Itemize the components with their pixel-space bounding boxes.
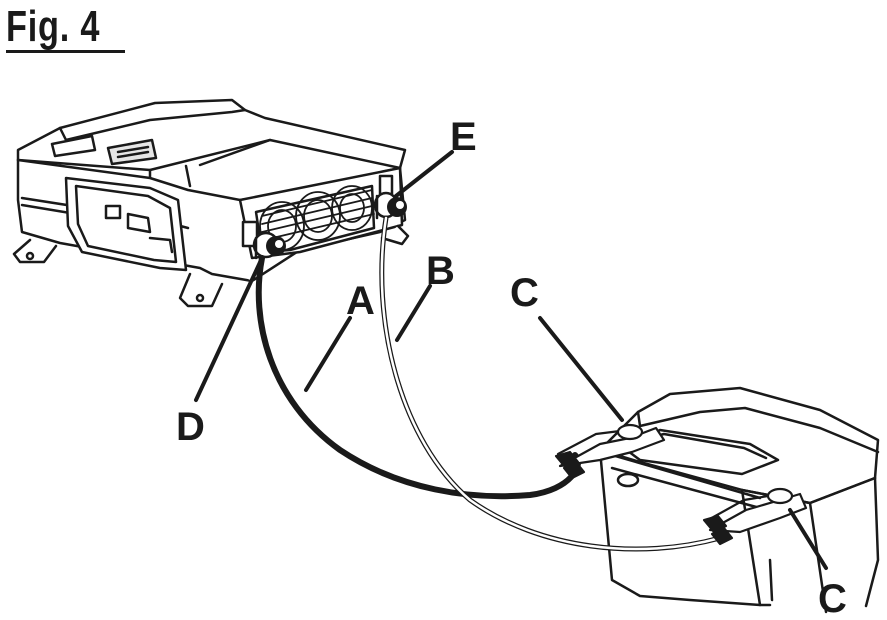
cable-b (379, 215, 723, 552)
terminal-d (252, 231, 286, 260)
callout-a: A (346, 279, 375, 323)
callout-b: B (426, 249, 455, 293)
callout-c-top: C (510, 271, 539, 315)
leader-d (194, 256, 264, 402)
mounting-feet (12, 224, 410, 308)
inverter-charger-unit (12, 98, 410, 308)
leader-b (395, 284, 432, 342)
battery-clamp-top (554, 423, 666, 480)
callout-d: D (176, 405, 205, 449)
callout-c-bottom: C (818, 577, 847, 620)
leader-lines (194, 150, 828, 570)
leader-c-bottom (788, 508, 828, 570)
figure-title-underline (6, 50, 125, 53)
terminal-e (373, 191, 407, 220)
leader-a (304, 316, 352, 392)
callout-e: E (450, 115, 477, 159)
battery (598, 386, 880, 614)
leader-c-top (538, 316, 624, 422)
battery-clamp-bottom (702, 487, 808, 546)
cable-a (255, 255, 581, 500)
cooling-fan-vents (259, 185, 375, 251)
leader-e (394, 150, 454, 198)
figure-title: Fig. 4 (6, 2, 101, 51)
